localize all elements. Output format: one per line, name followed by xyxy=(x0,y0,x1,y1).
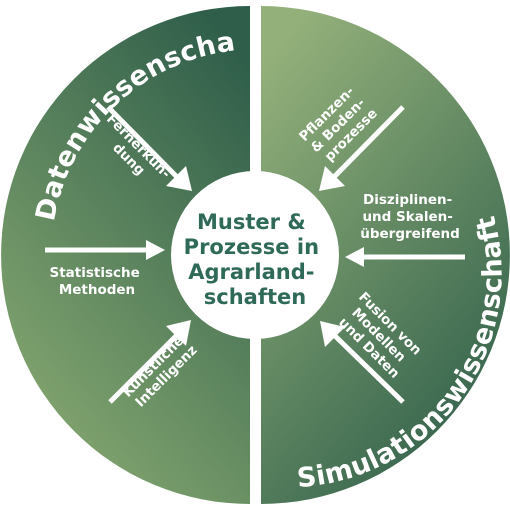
arrow-fernerkundung xyxy=(106,105,192,191)
arrow-fusion xyxy=(320,321,405,404)
arrow-disziplinen xyxy=(345,247,465,267)
label-disziplinen: Disziplinen- und Skalen- übergreifend xyxy=(360,192,460,242)
arrow-kuenstliche-intelligenz xyxy=(108,320,191,404)
label-statistische-methoden: Statistische Methoden xyxy=(50,265,145,298)
center-label: Muster & Prozesse in Agrarland- schaften xyxy=(184,210,327,309)
left-sector xyxy=(1,6,251,504)
arrow-statistische-methoden xyxy=(45,240,165,260)
center-circle xyxy=(171,171,339,339)
arrow-pflanzen-boden xyxy=(319,105,405,191)
